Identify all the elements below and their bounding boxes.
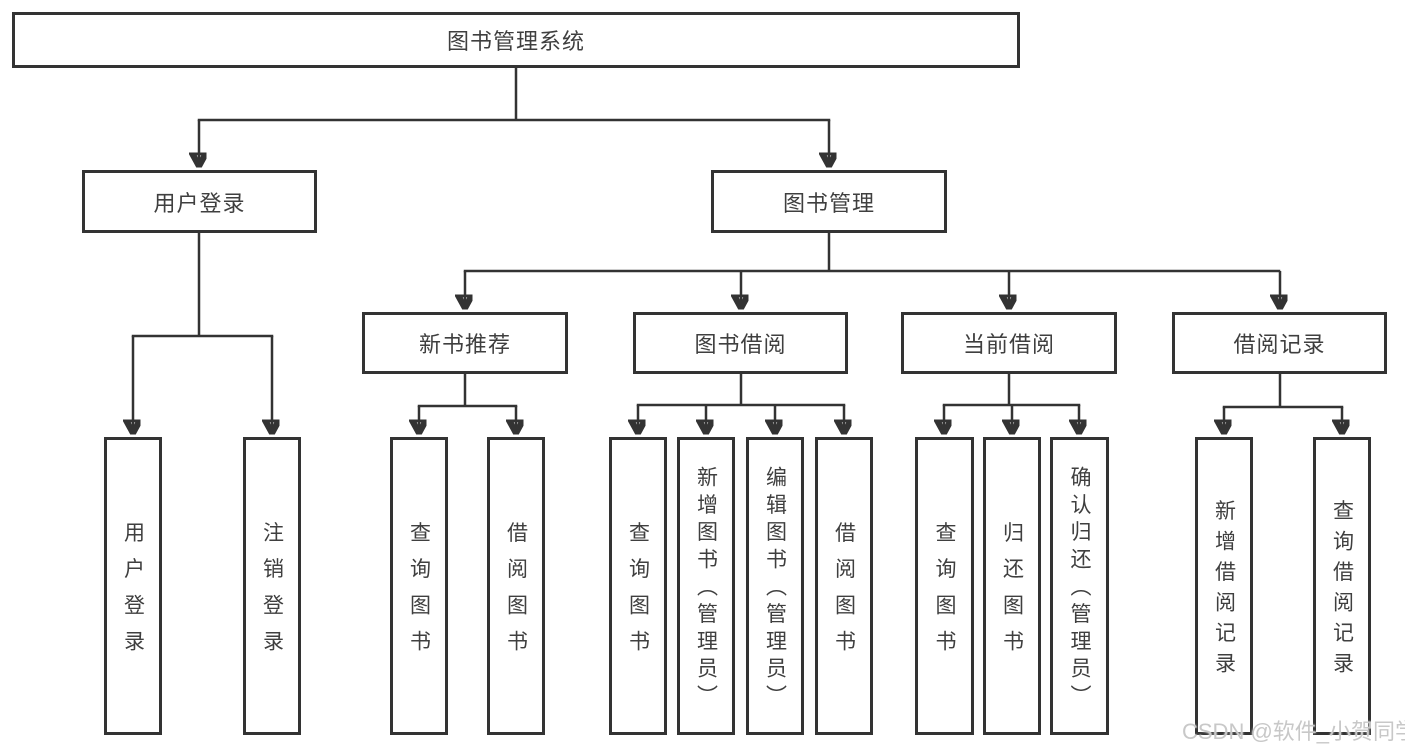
leaf-user-login-label: 用户登录 [121, 521, 145, 666]
leaf-edit-book-admin: 编辑图书（管理员） [746, 437, 804, 735]
leaf-borrow-books-label: 借阅图书 [832, 521, 856, 666]
leaf-logout: 注销登录 [243, 437, 301, 735]
leaf-borrow-books-recommend-label: 借阅图书 [504, 521, 528, 666]
node-book-management-label: 图书管理 [782, 190, 875, 216]
connector-records-branch [1222, 374, 1344, 409]
leaf-borrow-books-recommend: 借阅图书 [487, 437, 545, 735]
leaf-query-books-borrow: 查询图书 [609, 437, 667, 735]
connector-new-book-branch [417, 374, 518, 408]
node-current-borrowing-label: 当前借阅 [962, 332, 1055, 357]
node-current-borrowing: 当前借阅 [901, 312, 1117, 374]
leaf-query-books-recommend: 查询图书 [390, 437, 448, 735]
leaf-query-books-borrow-label: 查询图书 [626, 521, 650, 666]
node-book-management: 图书管理 [711, 170, 947, 233]
node-borrowing-records-label: 借阅记录 [1233, 332, 1326, 357]
node-borrowing-records: 借阅记录 [1172, 312, 1387, 374]
leaf-confirm-return-admin-label: 确认归还（管理员） [1068, 466, 1091, 712]
leaf-return-books: 归还图书 [983, 437, 1041, 735]
node-new-book-recommendation-label: 新书推荐 [418, 332, 511, 357]
connector-root-to-level2 [197, 68, 831, 122]
node-book-borrowing: 图书借阅 [633, 312, 848, 374]
leaf-query-books-recommend-label: 查询图书 [407, 521, 431, 666]
leaf-confirm-return-admin: 确认归还（管理员） [1050, 437, 1109, 735]
connector-current-borrow-branch [942, 374, 1081, 407]
leaf-query-books-current-label: 查询图书 [933, 521, 956, 666]
leaf-add-book-admin: 新增图书（管理员） [677, 437, 735, 735]
leaf-user-login: 用户登录 [104, 437, 162, 735]
leaf-add-borrow-record-label: 新增借阅记录 [1212, 499, 1236, 682]
leaf-return-books-label: 归还图书 [1000, 521, 1024, 666]
leaf-logout-label: 注销登录 [260, 521, 284, 666]
node-new-book-recommendation: 新书推荐 [362, 312, 568, 374]
leaf-add-book-admin-label: 新增图书（管理员） [694, 466, 718, 712]
node-book-borrowing-label: 图书借阅 [694, 332, 787, 357]
leaf-query-books-current: 查询图书 [915, 437, 974, 735]
connector-book-borrow-branch [636, 374, 846, 407]
connector-book-mgmt-branch [463, 233, 1281, 273]
leaf-query-borrow-record: 查询借阅记录 [1313, 437, 1371, 735]
node-user-login-label: 用户登录 [153, 190, 246, 216]
leaf-borrow-books: 借阅图书 [815, 437, 873, 735]
node-root-library-system: 图书管理系统 [12, 12, 1020, 68]
node-root-label: 图书管理系统 [446, 29, 585, 54]
csdn-watermark: CSDN @软件_小贺同学 [1182, 719, 1405, 744]
connector-user-login-branch [131, 233, 274, 338]
leaf-edit-book-admin-label: 编辑图书（管理员） [763, 466, 787, 712]
leaf-query-borrow-record-label: 查询借阅记录 [1330, 499, 1354, 682]
leaf-add-borrow-record: 新增借阅记录 [1195, 437, 1253, 735]
node-user-login: 用户登录 [82, 170, 317, 233]
